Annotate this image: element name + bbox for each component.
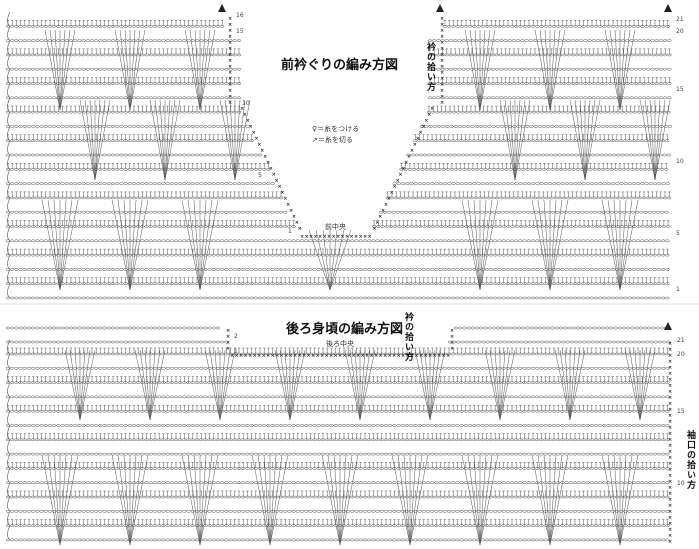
back-row-number-left: 1 (234, 348, 238, 355)
legend-cut: ➚＝糸を切る (312, 135, 353, 145)
front-center-label: 前中央 (325, 223, 346, 231)
back-chart-title: 後ろ身頃の編み方図 (286, 322, 404, 337)
yarn-attach-icon: ♀ (312, 125, 318, 133)
back-side-label: 衿の拾い方 (403, 312, 413, 362)
front-side-label: 衿の拾い方 (425, 42, 435, 92)
front-row-number-left: 10 (242, 100, 250, 107)
front-row-number-right: 10 (676, 158, 684, 165)
front-row-number-left: 5 (258, 172, 262, 179)
back-row-number-right: 20 (677, 351, 685, 358)
front-row-number-right: 15 (676, 86, 684, 93)
front-row-number-left: 1 (288, 228, 292, 235)
front-row-number-left: 15 (236, 28, 244, 35)
back-center-label: 後ろ中央 (326, 340, 354, 348)
front-row-number-right: 21 (676, 16, 684, 23)
front-row-number-right: 1 (676, 286, 680, 293)
front-row-number-right: 5 (676, 230, 680, 237)
front-chart-title: 前衿ぐりの編み方図 (281, 58, 399, 73)
legend-attach-text: ＝糸をつける (317, 125, 360, 133)
front-row-number-right: 20 (676, 28, 684, 35)
back-row-number-left: 2 (234, 333, 238, 340)
sleeve-label: 袖口の拾い方 (685, 430, 695, 490)
legend-cut-text: ＝糸を切る (317, 136, 353, 144)
front-row-number-left: 16 (236, 12, 244, 19)
yarn-cut-icon: ➚ (312, 136, 318, 144)
back-row-number-right: 21 (677, 337, 685, 344)
back-row-number-right: 15 (677, 408, 685, 415)
back-row-number-right: 10 (677, 480, 685, 487)
legend-attach: ♀＝糸をつける (312, 124, 359, 134)
